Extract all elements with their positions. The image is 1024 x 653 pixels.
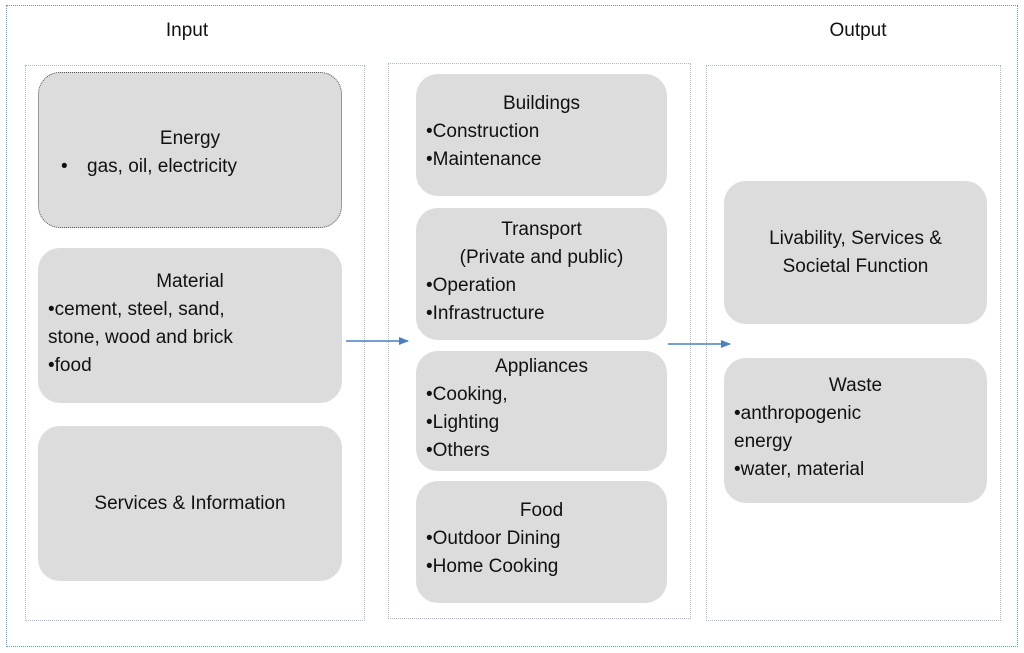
services-title: Services & Information [94, 492, 286, 514]
transport-line-1: •Operation [426, 275, 517, 296]
appliances-line-3: •Others [426, 440, 490, 461]
waste-line-1: •anthropogenic [734, 403, 862, 424]
buildings-line-2: •Maintenance [426, 149, 542, 170]
diagram-frame [6, 5, 1018, 647]
waste-box: Waste •anthropogenic energy •water, mate… [724, 358, 987, 503]
appliances-box: Appliances •Cooking, •Lighting •Others [416, 351, 667, 471]
output-panel: Livability, Services & Societal Function… [706, 65, 1001, 621]
transport-box: Transport (Private and public) •Operatio… [416, 208, 667, 340]
buildings-line-1: •Construction [426, 121, 540, 142]
material-title: Material [156, 271, 224, 292]
material-line-1: •cement, steel, sand, [48, 299, 225, 320]
appliances-title: Appliances [495, 356, 588, 377]
buildings-title: Buildings [502, 93, 581, 114]
transport-title: Transport [501, 219, 582, 240]
transport-subtitle: (Private and public) [459, 247, 624, 268]
waste-line-2: energy [734, 431, 793, 452]
food-line-1: •Outdoor Dining [426, 528, 561, 549]
energy-title: Energy [159, 128, 221, 149]
livability-line-2: Societal Function [782, 255, 929, 277]
services-box: Services & Information [38, 426, 342, 581]
activities-panel: Buildings •Construction •Maintenance Tra… [388, 63, 691, 619]
livability-box: Livability, Services & Societal Function [724, 181, 987, 324]
output-header: Output [829, 20, 887, 41]
appliances-line-2: •Lighting [426, 412, 500, 433]
food-box: Food •Outdoor Dining •Home Cooking [416, 481, 667, 603]
food-title: Food [519, 500, 564, 521]
waste-title: Waste [828, 375, 883, 396]
material-box: Material •cement, steel, sand, stone, wo… [38, 248, 342, 403]
appliances-line-1: •Cooking, [426, 384, 508, 405]
waste-line-3: •water, material [734, 459, 865, 480]
food-line-2: •Home Cooking [426, 556, 559, 577]
energy-bullet: gas, oil, electricity [49, 153, 331, 181]
buildings-box: Buildings •Construction •Maintenance [416, 74, 667, 196]
material-line-2: stone, wood and brick [48, 327, 233, 348]
energy-box: Energy gas, oil, electricity [38, 72, 342, 228]
transport-line-2: •Infrastructure [426, 303, 545, 324]
material-line-3: •food [48, 355, 92, 376]
input-panel: Energy gas, oil, electricity Material •c… [25, 65, 365, 621]
input-header: Input [165, 20, 209, 41]
livability-line-1: Livability, Services & [769, 227, 942, 249]
